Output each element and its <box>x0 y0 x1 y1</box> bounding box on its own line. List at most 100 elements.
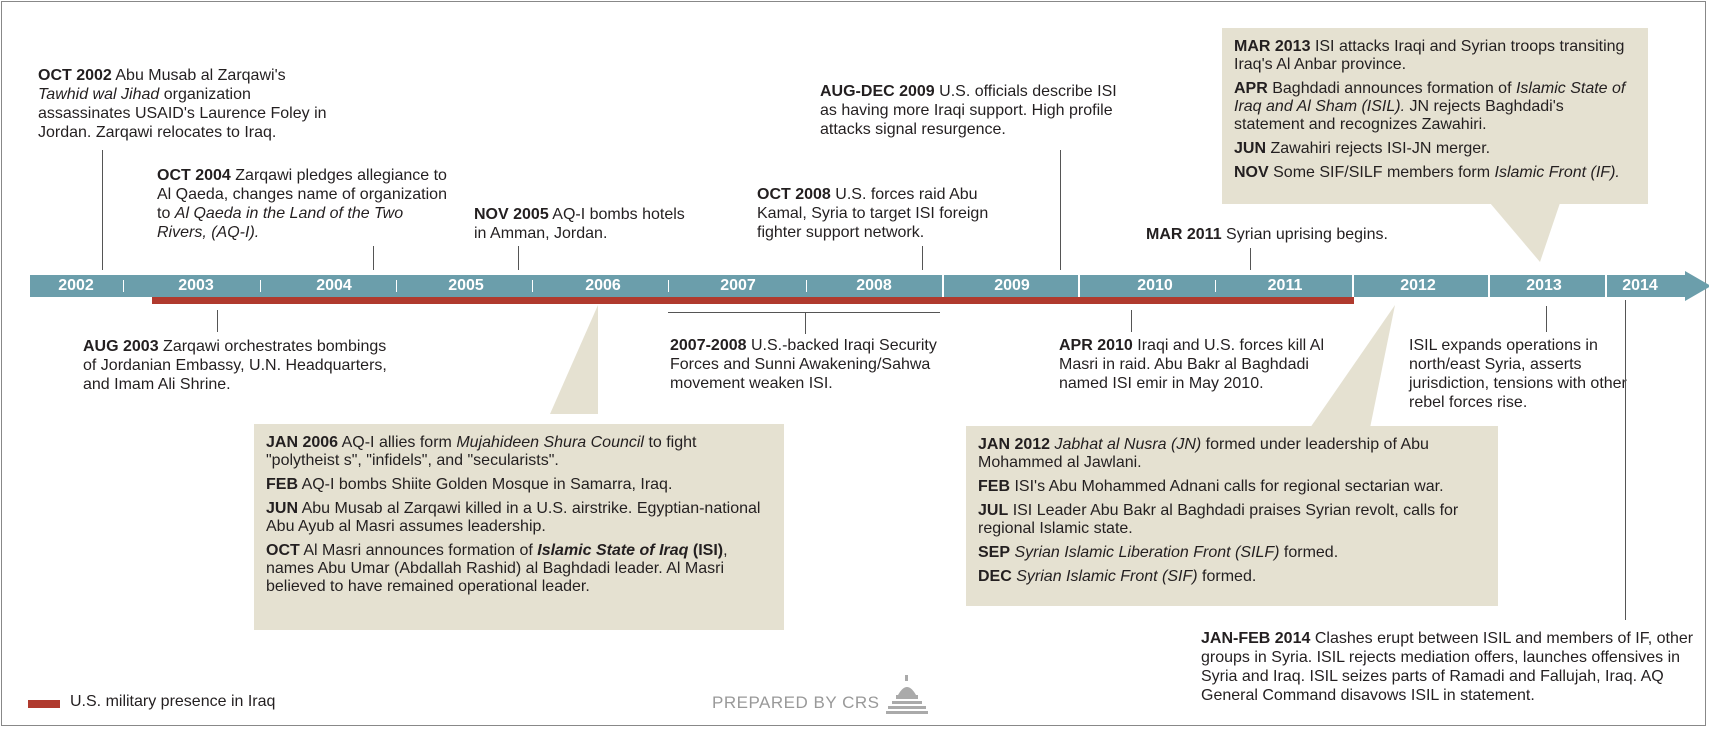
entry-text: ISI Leader Abu Bakr al Baghdadi praises … <box>978 502 1459 537</box>
tick-mark <box>1605 275 1607 297</box>
entry-text-2: to fight "polytheist s", "infidels", and… <box>266 434 697 469</box>
entry-org-name: Islamic Front (IF). <box>1494 164 1620 181</box>
timeline-arrowhead <box>1685 271 1709 301</box>
event-text: Zarqawi orchestrates bombings of Jordani… <box>83 338 387 393</box>
entry-text: Abu Musab al Zarqawi killed in a U.S. ai… <box>266 500 761 535</box>
entry-text: Some SIF/SILF members form <box>1273 164 1491 181</box>
timeline-band <box>30 275 1690 297</box>
tick-oct-2002 <box>102 150 103 270</box>
entry-jun-2006: JUN Abu Musab al Zarqawi killed in a U.S… <box>266 500 772 536</box>
event-date: NOV 2005 <box>474 206 549 223</box>
event-text: Iraqi and U.S. forces kill Al Masri in r… <box>1059 337 1325 392</box>
event-text: U.S. officials describe ISI as having mo… <box>820 83 1117 138</box>
entry-jun-2013: JUN Zawahiri rejects ISI-JN merger. <box>1234 140 1636 158</box>
tick-mark <box>532 280 533 292</box>
event-aug-dec-2009: AUG-DEC 2009 U.S. officials describe ISI… <box>820 82 1120 139</box>
year-label: 2009 <box>994 277 1030 294</box>
entry-date: FEB <box>266 476 298 493</box>
entry-oct-2006: OCT Al Masri announces formation of Isla… <box>266 542 772 596</box>
event-date: JAN-FEB 2014 <box>1201 630 1311 647</box>
entry-text: AQ-I bombs Shiite Golden Mosque in Samar… <box>301 476 673 493</box>
tick-mark <box>396 280 397 292</box>
tick-mark <box>1352 275 1354 297</box>
entry-org-name: Jabhat al Nusra (JN) <box>1054 436 1202 453</box>
entry-text: Al Masri announces formation of <box>303 542 533 559</box>
year-label: 2005 <box>448 277 484 294</box>
entry-date: FEB <box>978 478 1010 495</box>
entry-date: OCT <box>266 542 300 559</box>
entry-org-name: Syrian Islamic Liberation Front (SILF) <box>1014 544 1280 561</box>
tick-mark <box>1488 275 1490 297</box>
entry-text-2: , names Abu Umar (Abdallah Rashid) al Ba… <box>266 542 728 595</box>
entry-text: formed. <box>1283 544 1339 561</box>
entry-date: JAN 2006 <box>266 434 339 451</box>
entry-org-name: Mujahideen Shura Council <box>456 434 644 451</box>
entry-sep-2012: SEP Syrian Islamic Liberation Front (SIL… <box>978 544 1486 562</box>
entry-feb-2006: FEB AQ-I bombs Shiite Golden Mosque in S… <box>266 476 772 494</box>
entry-date: JUL <box>978 502 1009 519</box>
event-text: Abu Musab al Zarqawi's <box>115 67 286 84</box>
entry-text: AQ-I allies form <box>341 434 452 451</box>
crs-credit: PREPARED BY CRS <box>712 693 880 712</box>
event-date: OCT 2002 <box>38 67 112 84</box>
event-text: U.S. forces raid Abu Kamal, Syria to tar… <box>757 186 989 241</box>
year-label: 2012 <box>1400 277 1436 294</box>
event-text: Zarqawi pledges allegiance to Al Qaeda, … <box>157 167 447 222</box>
event-aug-2003: AUG 2003 Zarqawi orchestrates bombings o… <box>83 337 393 394</box>
event-org-name: Tawhid wal Jihad <box>38 86 160 103</box>
entry-date: MAR 2013 <box>1234 38 1311 55</box>
event-date: OCT 2008 <box>757 186 831 203</box>
year-label: 2008 <box>856 277 892 294</box>
legend-swatch-us-presence <box>28 700 60 708</box>
event-org-name: Al Qaeda in the Land of the Two Rivers, … <box>157 205 404 241</box>
event-text: U.S.-backed Iraqi Security Forces and Su… <box>670 337 937 392</box>
tick-oct-2004 <box>373 246 374 270</box>
event-date: APR 2010 <box>1059 337 1133 354</box>
tick-isil-expands <box>1546 306 1547 332</box>
entry-text: formed. <box>1202 568 1257 585</box>
event-date: OCT 2004 <box>157 167 231 184</box>
pointer-2012 <box>1310 305 1395 428</box>
event-jan-feb-2014: JAN-FEB 2014 Clashes erupt between ISIL … <box>1201 629 1701 705</box>
year-label: 2003 <box>178 277 214 294</box>
entry-text-2: JN rejects Baghdadi's statement and reco… <box>1234 98 1564 133</box>
year-label: 2002 <box>58 277 94 294</box>
entry-date: DEC <box>978 568 1012 585</box>
entry-jan-2012: JAN 2012 Jabhat al Nusra (JN) formed und… <box>978 436 1486 472</box>
tick-jan-feb-2014 <box>1625 300 1626 620</box>
event-text: Clashes erupt between ISIL and members o… <box>1201 630 1694 704</box>
callout-box-2013: MAR 2013 ISI attacks Iraqi and Syrian tr… <box>1222 28 1648 204</box>
tick-2007-2008 <box>805 312 806 334</box>
event-text: AQ-I bombs hotels in Amman, Jordan. <box>474 206 685 242</box>
event-apr-2010: APR 2010 Iraqi and U.S. forces kill Al M… <box>1059 336 1349 393</box>
tick-oct-2008 <box>922 246 923 270</box>
entry-date: APR <box>1234 80 1268 97</box>
entry-date: NOV <box>1234 164 1269 181</box>
event-date: 2007-2008 <box>670 337 747 354</box>
event-isil-expands: ISIL expands operations in north/east Sy… <box>1409 336 1629 412</box>
callout-box-2006: JAN 2006 AQ-I allies form Mujahideen Shu… <box>254 424 784 630</box>
entry-org-name: Islamic State of Iraq and Al Sham (ISIL)… <box>1234 80 1626 115</box>
event-text: Syrian uprising begins. <box>1226 226 1388 243</box>
year-label: 2010 <box>1137 277 1173 294</box>
entry-jan-2006: JAN 2006 AQ-I allies form Mujahideen Shu… <box>266 434 772 470</box>
event-text: ISIL expands operations in north/east Sy… <box>1409 337 1627 411</box>
entry-org-abbrev: (ISI) <box>692 542 724 559</box>
entry-org-name: Syrian Islamic Front (SIF) <box>1016 568 1198 585</box>
us-military-presence-bar <box>152 297 1354 304</box>
entry-nov-2013: NOV Some SIF/SILF members form Islamic F… <box>1234 164 1636 182</box>
entry-org-name: Islamic State of Iraq <box>537 542 689 559</box>
tick-mark <box>1215 280 1216 292</box>
tick-aug-2003 <box>217 310 218 332</box>
event-date: MAR 2011 <box>1146 226 1222 243</box>
tick-mark <box>806 280 807 292</box>
entry-dec-2012: DEC Syrian Islamic Front (SIF) formed. <box>978 568 1486 586</box>
event-nov-2005: NOV 2005 AQ-I bombs hotels in Amman, Jor… <box>474 205 694 243</box>
entry-text: ISI attacks Iraqi and Syrian troops tran… <box>1234 38 1625 73</box>
event-mar-2011: MAR 2011 Syrian uprising begins. <box>1146 225 1426 244</box>
entry-date: JAN 2012 <box>978 436 1051 453</box>
year-label: 2006 <box>585 277 621 294</box>
event-2007-2008: 2007-2008 U.S.-backed Iraqi Security For… <box>670 336 960 393</box>
year-label: 2011 <box>1267 277 1303 294</box>
event-oct-2008: OCT 2008 U.S. forces raid Abu Kamal, Syr… <box>757 185 1017 242</box>
